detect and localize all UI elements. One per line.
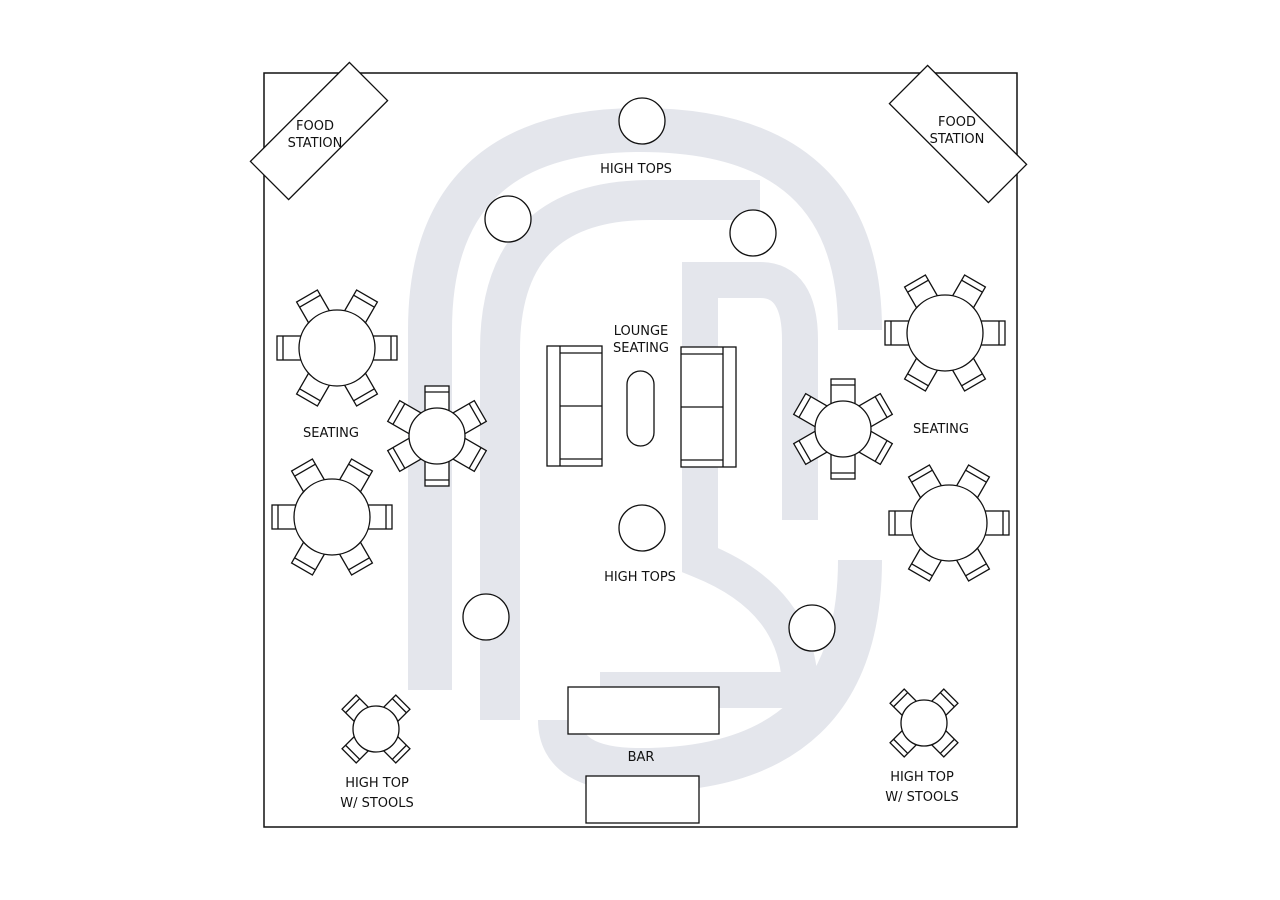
lounge-coffee-table — [626, 370, 655, 447]
round-table — [298, 309, 376, 387]
lounge-label-1: LOUNGE — [614, 324, 669, 339]
seating-table — [386, 385, 488, 487]
food-station-left — [249, 61, 389, 201]
chair — [371, 335, 398, 361]
seating-left-label: SEATING — [303, 426, 359, 441]
venue-boundary — [263, 72, 1018, 828]
chair — [424, 385, 450, 412]
food-station-right-label-1: FOOD — [938, 115, 976, 130]
round-table — [814, 400, 872, 458]
round-table — [293, 478, 371, 556]
chair — [424, 460, 450, 487]
lounge-sofa-right — [680, 346, 737, 468]
high-top-with-stools — [889, 688, 959, 758]
high-top-table — [352, 705, 400, 753]
food-station-left-label-2: STATION — [288, 136, 343, 151]
seating-right-label: SEATING — [913, 422, 969, 437]
round-table — [910, 484, 988, 562]
high-top-table — [462, 593, 510, 641]
chair — [983, 510, 1010, 536]
lounge-label-2: SEATING — [613, 341, 669, 356]
high-top-with-stools — [341, 694, 411, 764]
chair — [830, 453, 856, 480]
food-station-right — [888, 64, 1028, 204]
chair — [271, 504, 298, 530]
seating-table — [884, 274, 1006, 392]
bar-back — [585, 775, 700, 824]
chair — [979, 320, 1006, 346]
food-station-left-label-1: FOOD — [296, 119, 334, 134]
high-top-table — [900, 699, 948, 747]
high-top-table — [618, 97, 666, 145]
chair — [884, 320, 911, 346]
high-tops-top-label: HIGH TOPS — [600, 162, 672, 177]
bar-counter — [567, 686, 720, 735]
seating-table — [792, 378, 894, 480]
lounge-sofa-left — [546, 345, 603, 467]
seating-table — [271, 458, 393, 576]
high-top-stools-right-label-2: W/ STOOLS — [885, 790, 959, 805]
chair — [888, 510, 915, 536]
food-station-right-label-2: STATION — [930, 132, 985, 147]
high-top-table — [729, 209, 777, 257]
high-top-stools-left-label-2: W/ STOOLS — [340, 796, 414, 811]
chair — [276, 335, 303, 361]
high-top-table — [788, 604, 836, 652]
high-top-stools-left-label-1: HIGH TOP — [345, 776, 409, 791]
round-table — [408, 407, 466, 465]
chair — [366, 504, 393, 530]
seating-table — [888, 464, 1010, 582]
bar-label: BAR — [628, 750, 655, 765]
chair — [830, 378, 856, 405]
high-tops-center-label: HIGH TOPS — [604, 570, 676, 585]
round-table — [906, 294, 984, 372]
seating-table — [276, 289, 398, 407]
high-top-table — [618, 504, 666, 552]
high-top-stools-right-label-1: HIGH TOP — [890, 770, 954, 785]
high-top-table — [484, 195, 532, 243]
